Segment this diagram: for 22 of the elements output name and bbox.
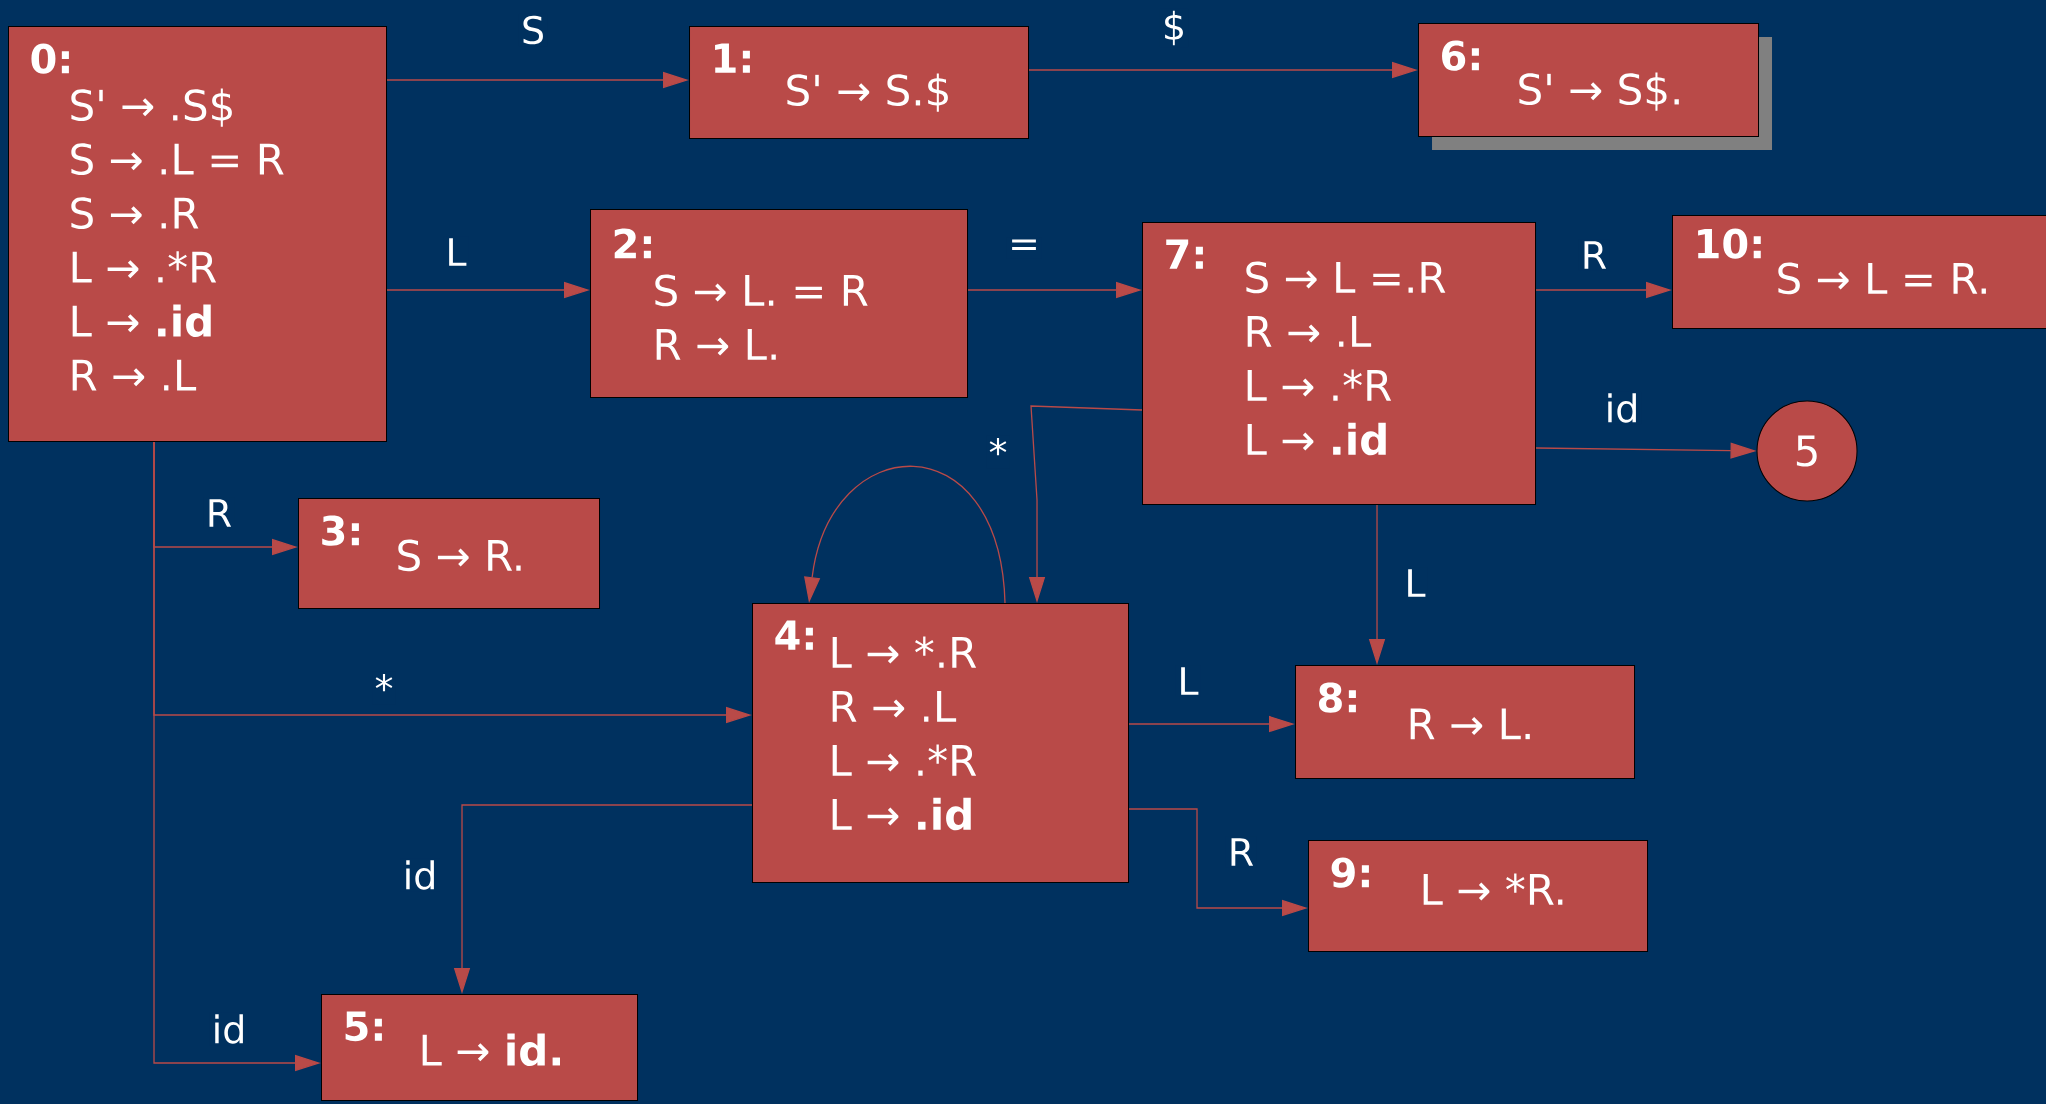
- state-box: 5: L → id.: [321, 994, 638, 1101]
- edge-label: L: [1175, 665, 1201, 697]
- state-box: 3: S → R.: [298, 498, 600, 609]
- edge-label: R: [1578, 239, 1610, 271]
- edge-label: =: [1006, 237, 1042, 259]
- state-box: 10: S → L = R.: [1672, 215, 2046, 329]
- state-box: 0: S' → .S$ S → .L = R S → .R L → .*R L → .id R → .L: [8, 26, 387, 442]
- edge-label: R: [1225, 836, 1257, 868]
- state-box: 1: S' → S.$: [689, 26, 1029, 139]
- edge-label: L: [443, 236, 469, 268]
- edge-label: L: [1402, 567, 1428, 599]
- state-box: 7: S → L =.R R → .L L → .*R L → .id: [1142, 222, 1536, 505]
- loop-arrow: [804, 465, 1006, 604]
- state-box: 9: L → *R.: [1308, 840, 1648, 952]
- state-box: 8: R → L.: [1295, 665, 1635, 779]
- edge-label: id: [209, 1012, 249, 1046]
- state-box: 4: L → *.R R → .L L → .*R L → .id: [752, 603, 1129, 883]
- edge-label: id: [400, 858, 440, 892]
- edge-label: R: [203, 497, 235, 529]
- edge-label: id: [1602, 391, 1642, 425]
- state-box: 6: S' → S$.: [1418, 23, 1772, 150]
- state-box: 2: S → L. = R R → L.: [590, 209, 968, 398]
